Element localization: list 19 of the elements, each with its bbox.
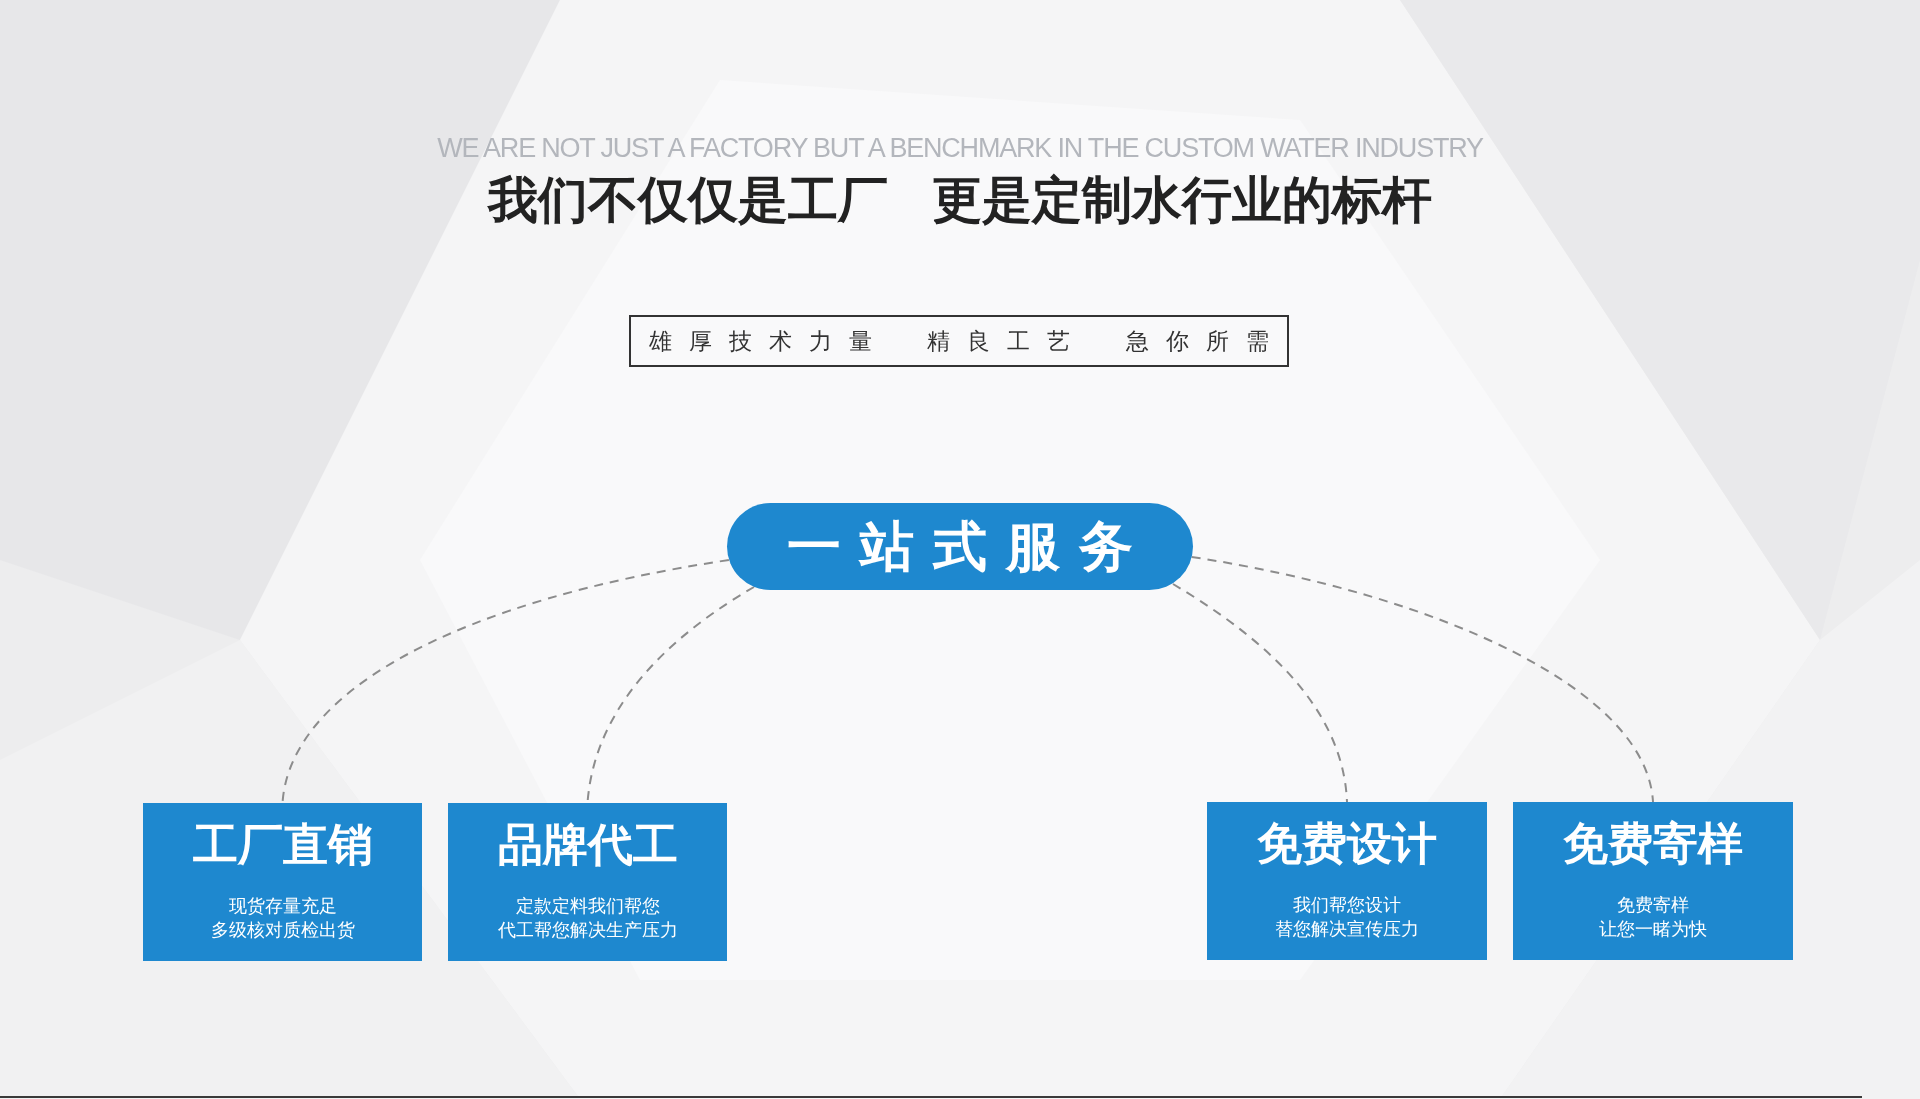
card-description: 现货存量充足多级核对质检出货	[210, 894, 355, 942]
card-description: 定款定料我们帮您代工帮您解决生产压力	[497, 894, 678, 942]
card-title: 免费设计	[1257, 816, 1437, 872]
slogan-box	[629, 315, 1289, 367]
service-card	[1513, 802, 1793, 960]
slogan-text: 雄厚技术力量 精良工艺 急你所需	[648, 327, 1286, 356]
service-card	[448, 803, 727, 961]
card-title: 品牌代工	[497, 817, 678, 873]
service-card	[1207, 802, 1487, 960]
connector-line	[281, 559, 730, 804]
card-title: 免费寄样	[1563, 816, 1743, 872]
card-description: 我们帮您设计替您解决宣传压力	[1275, 893, 1419, 941]
page-title: 我们不仅仅是工厂 更是定制水行业的标杆	[488, 170, 1432, 230]
service-card	[143, 803, 422, 961]
card-title: 工厂直销	[192, 817, 373, 873]
pill-title: 一站式服务	[786, 514, 1152, 579]
connector-line	[1190, 555, 1654, 803]
card-description: 免费寄样让您一睹为快	[1599, 893, 1707, 941]
connector-line	[1172, 583, 1348, 803]
